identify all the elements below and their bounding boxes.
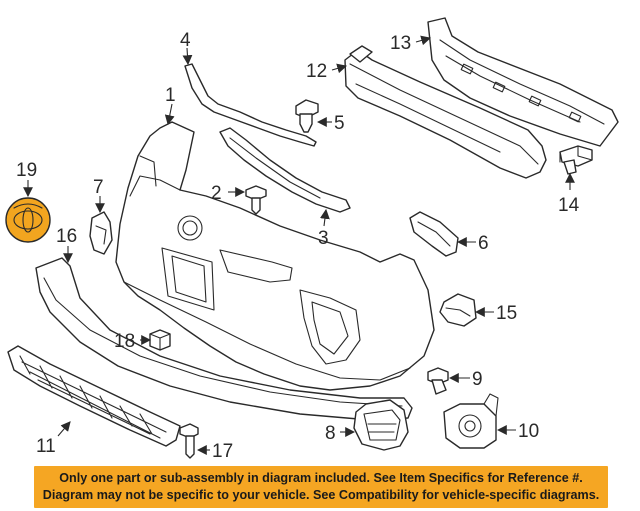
bumper-cover-1-part — [115, 121, 435, 391]
callout-16: 16 — [56, 226, 77, 247]
callout-15: 15 — [496, 303, 517, 324]
energy-absorber-part — [344, 45, 547, 179]
leader-lines — [23, 35, 575, 455]
callout-10: 10 — [518, 421, 539, 442]
callout-7: 7 — [93, 177, 104, 198]
fog-lamp-10-part — [443, 393, 499, 449]
clip-18-part — [149, 329, 171, 351]
callout-2: 2 — [211, 183, 222, 204]
callout-8: 8 — [325, 423, 336, 444]
bracket-3-part — [219, 127, 351, 213]
callout-12: 12 — [306, 61, 327, 82]
callout-11: 11 — [36, 436, 56, 457]
emblem-19-part — [5, 197, 51, 243]
bracket-7-part — [89, 211, 113, 255]
leader-4 — [182, 47, 193, 66]
disclaimer-banner: Only one part or sub-assembly in diagram… — [34, 466, 608, 508]
leader-12 — [331, 63, 348, 74]
emblem-highlight — [5, 197, 51, 243]
leader-11 — [57, 421, 71, 437]
bracket-6-part — [409, 211, 459, 257]
fog-bezel-8-part — [353, 399, 409, 451]
callout-17: 17 — [212, 441, 233, 462]
bolt-9-part — [427, 367, 449, 395]
callout-numbers: 1 2 3 4 5 6 7 8 9 10 11 12 13 14 15 16 1… — [16, 30, 580, 462]
callout-1: 1 — [165, 85, 176, 106]
callout-18: 18 — [114, 331, 135, 352]
callout-4: 4 — [180, 30, 191, 51]
callout-9: 9 — [472, 369, 483, 390]
reinforcement-beam-part — [427, 17, 619, 147]
clip-5-part — [295, 99, 319, 133]
callout-14: 14 — [558, 195, 580, 216]
callout-19: 19 — [16, 160, 37, 181]
callout-13: 13 — [390, 33, 411, 54]
leader-13 — [415, 35, 432, 46]
callout-5: 5 — [334, 113, 345, 134]
callout-3: 3 — [318, 228, 329, 249]
disclaimer-line-2: Diagram may not be specific to your vehi… — [42, 488, 600, 502]
disclaimer-line-1: Only one part or sub-assembly in diagram… — [59, 471, 583, 485]
leader-1 — [164, 103, 175, 126]
bolt-17-part — [179, 423, 199, 459]
bracket-15-part — [439, 293, 477, 327]
leader-3 — [319, 208, 330, 227]
retainer-strip-4-part — [184, 63, 317, 147]
bolt-14-part — [559, 145, 593, 175]
lower-grille-11-part — [7, 345, 181, 447]
screw-2-part — [245, 185, 267, 215]
callout-6: 6 — [478, 233, 489, 254]
